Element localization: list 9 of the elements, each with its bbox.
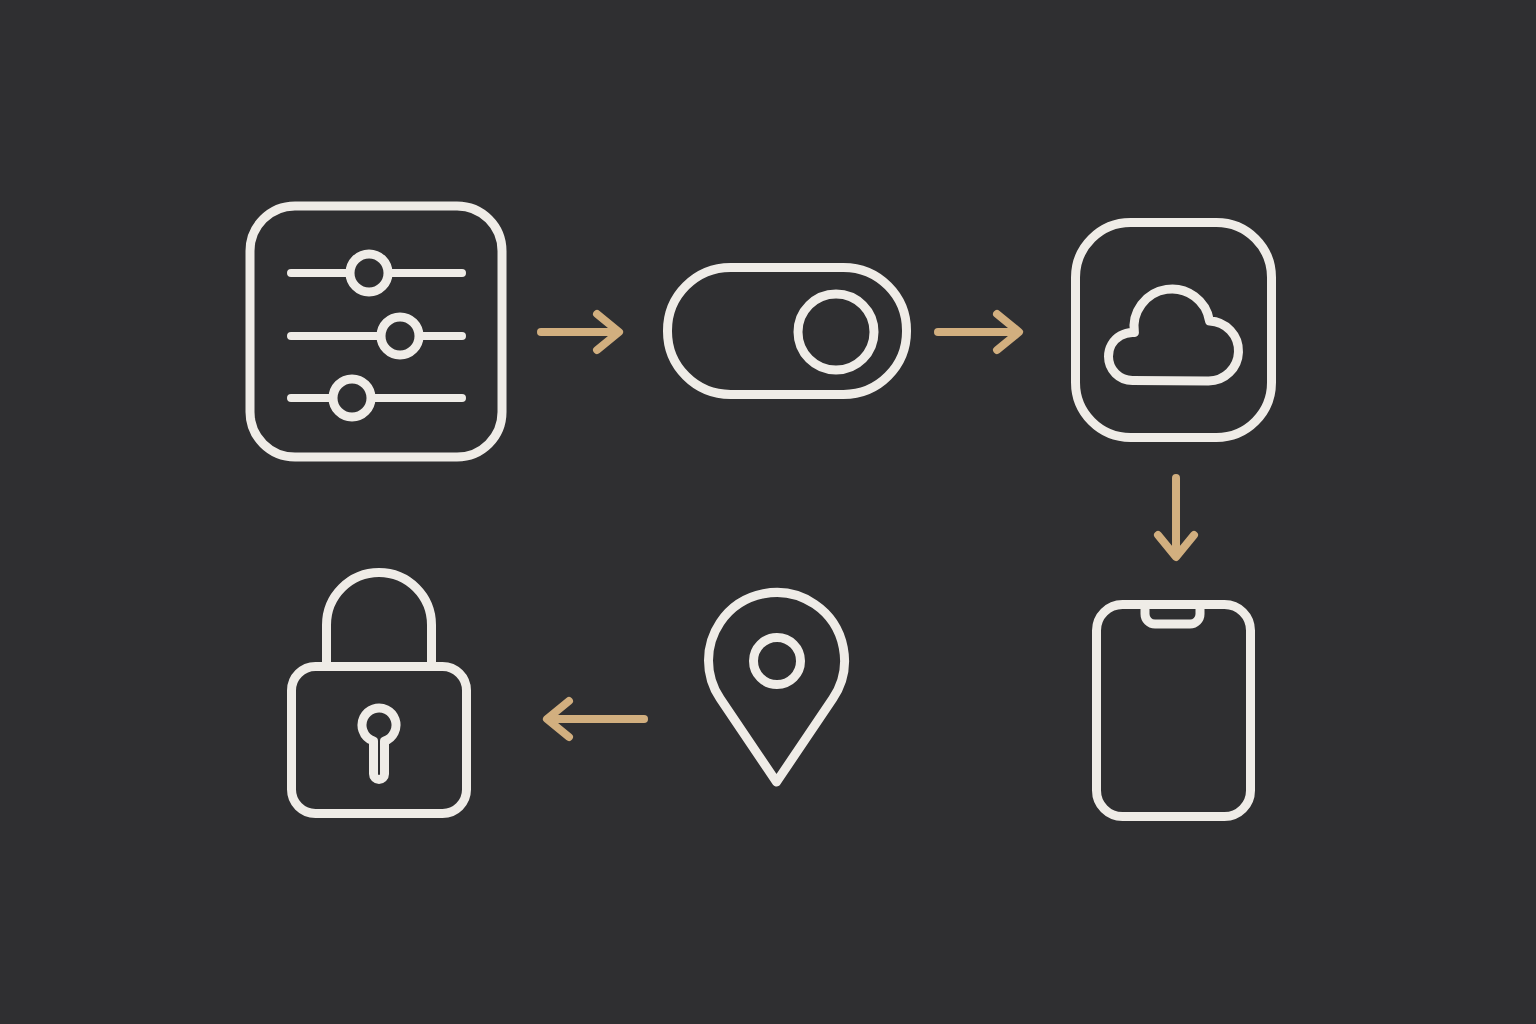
arrow [1154,473,1198,561]
arrow [542,697,649,741]
toggle-switch-icon [663,263,911,399]
padlock-icon [287,568,471,818]
sliders-icon [245,201,507,462]
location-pin-icon [704,588,849,787]
smartphone-icon [1092,600,1255,821]
cloud-icon [1071,218,1276,442]
arrow [934,310,1024,354]
